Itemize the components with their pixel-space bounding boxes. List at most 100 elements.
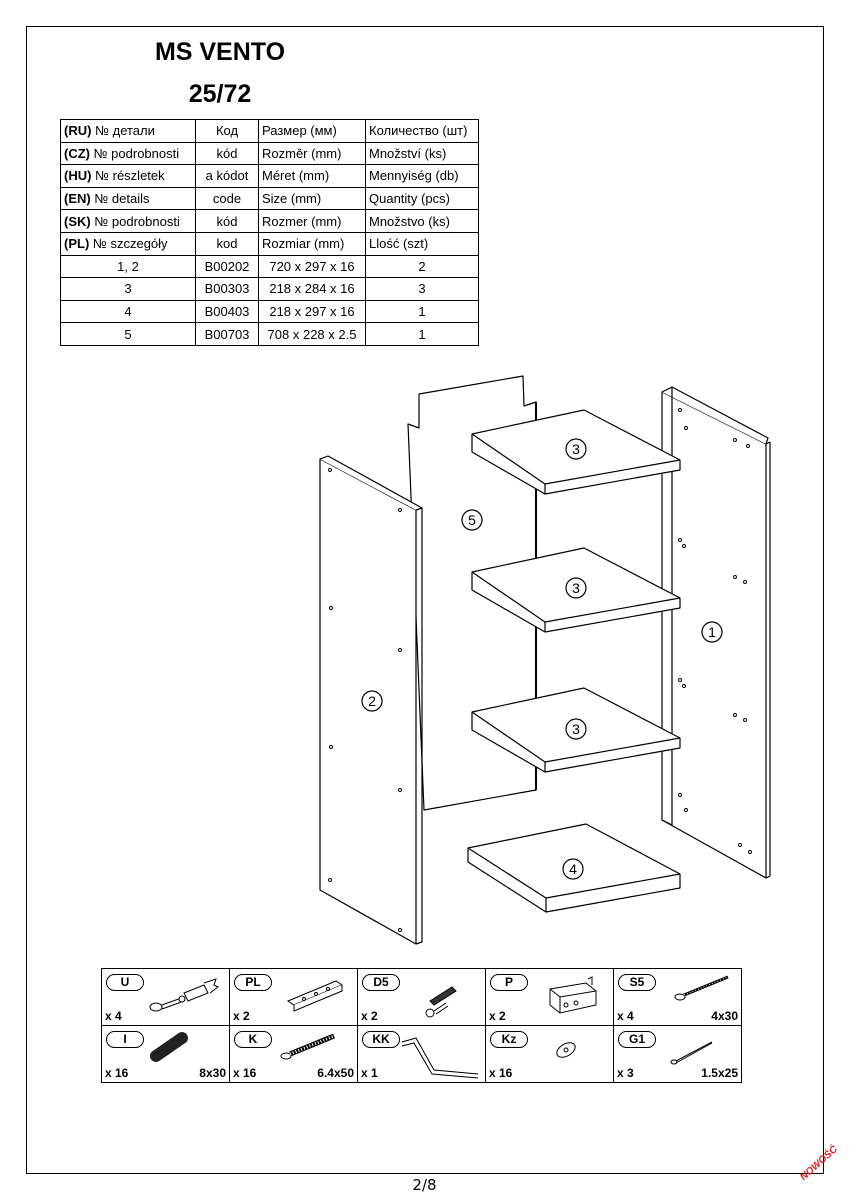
- hardware-code: I: [106, 1031, 144, 1048]
- table-row: 5 B00703 708 x 228 x 2.5 1: [60, 322, 479, 346]
- size-header: Rozměr (mm): [258, 141, 366, 166]
- part-code: B00303: [195, 277, 259, 301]
- part-number: 3: [60, 277, 196, 301]
- code-header: kód: [195, 141, 259, 166]
- hardware-qty: x 1: [361, 1066, 378, 1080]
- part-number: 1, 2: [60, 254, 196, 279]
- table-row: 3 B00303 218 x 284 x 16 3: [60, 277, 479, 301]
- lang-code: (RU): [64, 123, 92, 139]
- hardware-code: PL: [234, 974, 272, 991]
- part-size: 218 x 284 x 16: [258, 277, 366, 301]
- hardware-code: U: [106, 974, 144, 991]
- qty-header: Количество (шт): [365, 119, 479, 143]
- qty-header: Množstvo (ks): [365, 209, 479, 233]
- lang-code: (CZ): [64, 145, 90, 161]
- hardware-qty: x 2: [233, 1009, 250, 1023]
- code-header: Код: [195, 119, 259, 143]
- label-part-1: 1: [708, 624, 716, 640]
- table-row: (PL) № szczegóły kod Rozmiar (mm) Llość …: [60, 231, 479, 256]
- part-qty: 3: [365, 277, 479, 301]
- table-row: (CZ) № podrobnosti kód Rozměr (mm) Množs…: [60, 141, 479, 166]
- hardware-size: 8x30: [199, 1066, 226, 1080]
- hardware-item-p: P x 2: [485, 968, 614, 1026]
- part-size: 708 x 228 x 2.5: [258, 322, 366, 346]
- part-number: 5: [60, 322, 196, 346]
- hanging-rail-icon: [286, 980, 344, 1012]
- part-code: B00202: [195, 254, 259, 279]
- detail-header: № details: [94, 191, 150, 207]
- confirmat-screw-icon: [280, 1033, 335, 1060]
- size-header: Rozmer (mm): [258, 209, 366, 233]
- qty-header: Množství (ks): [365, 141, 479, 166]
- label-part-2: 2: [368, 693, 376, 709]
- model-size: 25/72: [188, 80, 252, 108]
- hardware-table: U x 4 PL x 2 D5 x 2 P: [101, 968, 742, 1083]
- part-qty: 1: [365, 322, 479, 346]
- size-header: Rozmiar (mm): [258, 231, 366, 256]
- size-header: Size (mm): [258, 186, 366, 211]
- hardware-qty: x 4: [617, 1009, 634, 1023]
- page-frame: [26, 26, 824, 1174]
- hardware-item-pl: PL x 2: [229, 968, 358, 1026]
- hardware-item-kk: KK x 1: [357, 1025, 486, 1083]
- hardware-item-k: K x 16 6.4x50: [229, 1025, 358, 1083]
- table-row: 1, 2 B00202 720 x 297 x 16 2: [60, 254, 479, 279]
- size-header: Размер (мм): [258, 119, 366, 143]
- size-header: Méret (mm): [258, 164, 366, 188]
- hardware-qty: x 2: [489, 1009, 506, 1023]
- hardware-code: D5: [362, 974, 400, 991]
- table-row: I x 16 8x30 K x 16 6.4x50 KK x 1 Kz: [101, 1025, 742, 1083]
- detail-header: № szczegóły: [92, 236, 168, 252]
- part-size: 218 x 297 x 16: [258, 299, 366, 324]
- part-number: 4: [60, 299, 196, 324]
- detail-header: № részletek: [95, 168, 165, 184]
- page-number: 2/8: [412, 1176, 437, 1194]
- label-part-3-middle: 3: [572, 580, 580, 596]
- label-part-3-lower: 3: [572, 721, 580, 737]
- lang-code: (HU): [64, 168, 92, 184]
- hardware-code: G1: [618, 1031, 656, 1048]
- cover-cap-icon: [556, 1042, 576, 1058]
- label-part-3-top: 3: [572, 441, 580, 457]
- detail-header: № podrobnosti: [94, 213, 180, 229]
- hardware-code: KK: [362, 1031, 400, 1048]
- hardware-qty: x 4: [105, 1009, 122, 1023]
- exploded-assembly-diagram: 1 2 3 3 3 4 5: [319, 375, 771, 945]
- part-size: 720 x 297 x 16: [258, 254, 366, 279]
- hardware-qty: x 2: [361, 1009, 378, 1023]
- hardware-code: K: [234, 1031, 272, 1048]
- nail-icon: [670, 1041, 713, 1065]
- hardware-qty: x 16: [105, 1066, 129, 1080]
- hardware-qty: x 16: [233, 1066, 257, 1080]
- table-row: (SK) № podrobnosti kód Rozmer (mm) Množs…: [60, 209, 479, 233]
- code-header: code: [195, 186, 259, 211]
- hardware-item-d5: D5 x 2: [357, 968, 486, 1026]
- hardware-code: Kz: [490, 1031, 528, 1048]
- lang-code: (PL): [64, 236, 90, 252]
- part-code: B00703: [195, 322, 259, 346]
- wall-hanger-bracket-icon: [549, 976, 597, 1014]
- qty-header: Mennyiség (db): [365, 164, 479, 188]
- table-row: (HU) № részletek a kódot Méret (mm) Menn…: [60, 164, 479, 188]
- hardware-item-s5: S5 x 4 4x30: [613, 968, 742, 1026]
- cam-lock-bolt-icon: [149, 978, 219, 1012]
- hardware-size: 6.4x50: [317, 1066, 354, 1080]
- hardware-qty: x 16: [489, 1066, 513, 1080]
- table-row: (EN) № details code Size (mm) Quantity (…: [60, 186, 479, 211]
- label-part-5: 5: [468, 512, 476, 528]
- hardware-qty: x 3: [617, 1066, 634, 1080]
- lang-code: (SK): [64, 213, 91, 229]
- qty-header: Llość (szt): [365, 231, 479, 256]
- qty-header: Quantity (pcs): [365, 186, 479, 211]
- hardware-item-g1: G1 x 3 1.5x25: [613, 1025, 742, 1083]
- model-title: MS VENTO: [154, 38, 286, 66]
- hex-key-icon: [401, 1037, 479, 1079]
- hardware-item-u: U x 4: [101, 968, 230, 1026]
- code-header: kód: [195, 209, 259, 233]
- screw-icon: [674, 975, 729, 1001]
- table-row: 4 B00403 218 x 297 x 16 1: [60, 299, 479, 324]
- detail-header: № детали: [95, 123, 155, 139]
- hardware-code: S5: [618, 974, 656, 991]
- table-row: (RU) № детали Код Размер (мм) Количество…: [60, 119, 479, 143]
- hardware-size: 4x30: [711, 1009, 738, 1023]
